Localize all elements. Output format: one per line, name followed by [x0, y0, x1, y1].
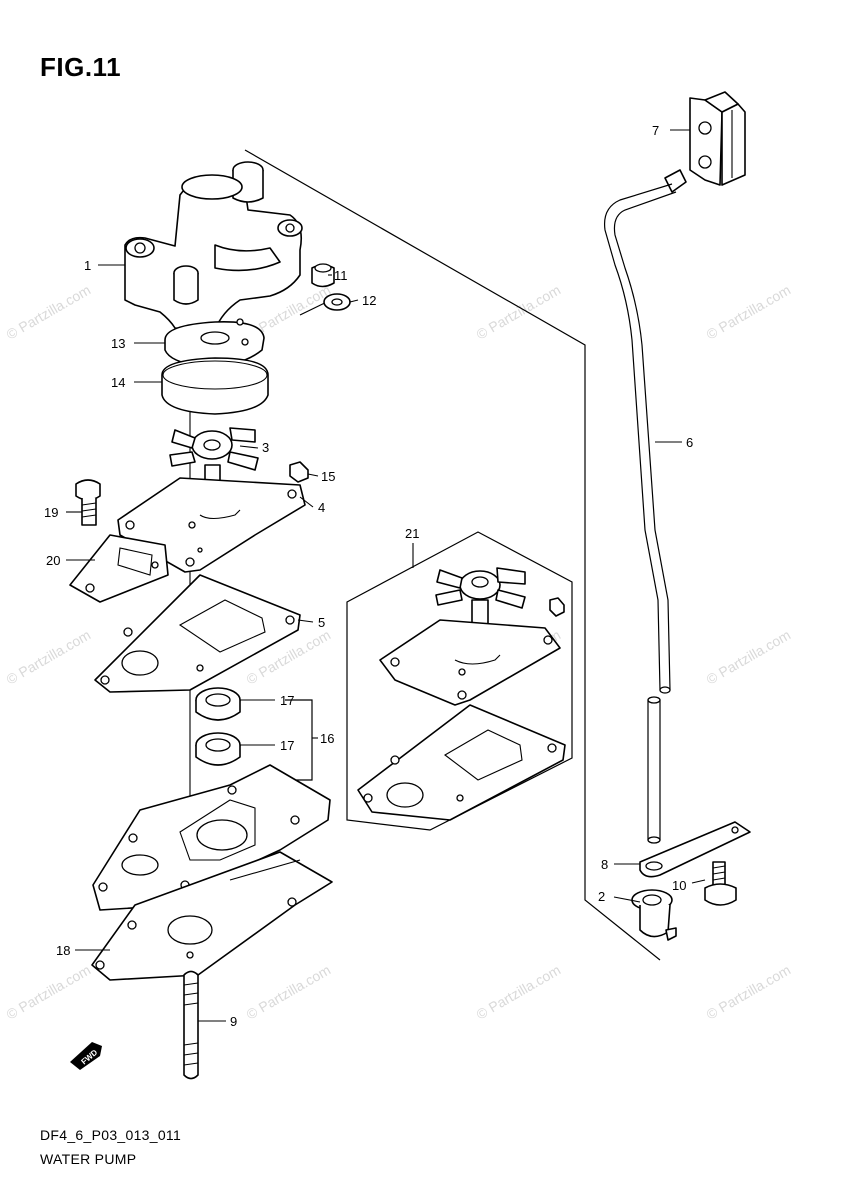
diagram-code: DF4_6_P03_013_011: [40, 1127, 182, 1143]
watermark: © Partzilla.com: [704, 282, 794, 343]
watermark: © Partzilla.com: [4, 282, 94, 343]
callout-6: 6: [686, 435, 693, 450]
watermark: © Partzilla.com: [704, 962, 794, 1023]
stud-bolt: [183, 970, 199, 1080]
callout-5: 5: [318, 615, 325, 630]
callout-10: 10: [672, 878, 686, 893]
tube-grommet: [631, 889, 677, 941]
housing-gasket: [91, 851, 333, 981]
watermark: © Partzilla.com: [474, 962, 564, 1023]
callout-20: 20: [46, 553, 60, 568]
callout-19: 19: [44, 505, 58, 520]
watermark: © Partzilla.com: [704, 627, 794, 688]
callout-labels: 1 2 3 4 5 6 7 8 9 10 11 12 13 14 15 16 1…: [44, 123, 693, 1029]
callout-1: 1: [84, 258, 91, 273]
watermark: © Partzilla.com: [474, 282, 564, 343]
pump-gasket: [94, 574, 301, 693]
nut: [311, 263, 335, 288]
callout-17-lower: 17: [280, 738, 294, 753]
impeller-key: [289, 461, 309, 483]
callout-18: 18: [56, 943, 70, 958]
callout-15: 15: [321, 469, 335, 484]
callout-14: 14: [111, 375, 125, 390]
repair-kit-box: [346, 531, 573, 831]
watermark: © Partzilla.com: [4, 627, 94, 688]
callout-11: 11: [334, 268, 348, 283]
tube-plate: [639, 821, 751, 878]
grommet: [689, 91, 746, 186]
water-tube: [603, 169, 687, 844]
callout-17-upper: 17: [280, 693, 294, 708]
oil-seal-lower: [195, 732, 241, 766]
washer: [323, 293, 351, 311]
callout-16: 16: [320, 731, 334, 746]
forward-direction-mark: FWD: [70, 1042, 102, 1070]
callout-8: 8: [601, 857, 608, 872]
seal-group-bracket: [285, 699, 313, 781]
watermark: © Partzilla.com: [244, 962, 334, 1023]
pump-housing: [92, 764, 331, 911]
callout-13: 13: [111, 336, 125, 351]
impeller-liner: [161, 357, 269, 415]
callout-12: 12: [362, 293, 376, 308]
callout-3: 3: [262, 440, 269, 455]
leader-lines: [66, 129, 706, 1022]
pump-case: [124, 161, 303, 331]
plate-gasket: [69, 534, 169, 603]
figure-title: FIG.11: [40, 52, 122, 82]
diagram-name: WATER PUMP: [40, 1151, 137, 1167]
callout-21: 21: [405, 526, 419, 541]
watermark: © Partzilla.com: [4, 962, 94, 1023]
callout-2: 2: [598, 889, 605, 904]
oil-seal-upper: [195, 687, 241, 721]
bolt: [75, 479, 101, 526]
assembly-outline: [244, 149, 661, 961]
tube-bolt: [704, 861, 737, 906]
callout-9: 9: [230, 1014, 237, 1029]
callout-7: 7: [652, 123, 659, 138]
callout-4: 4: [318, 500, 325, 515]
